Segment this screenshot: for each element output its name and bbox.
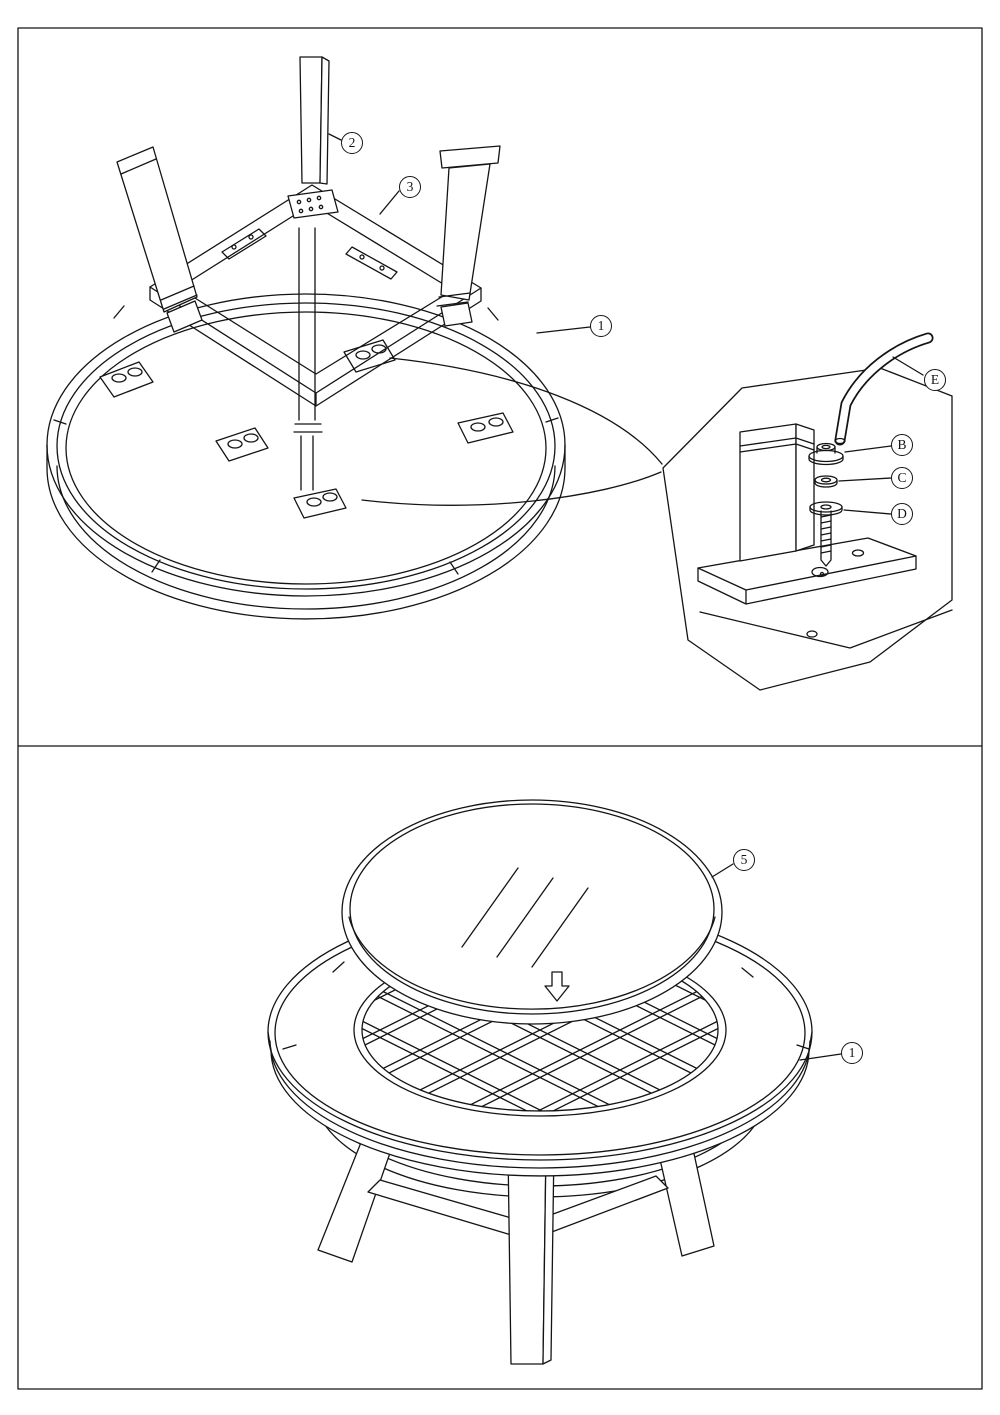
upright-table-drawing <box>267 799 842 1365</box>
callout-part-5: 5 <box>733 849 755 871</box>
hardware-detail-drawing <box>662 332 953 691</box>
leader-part3 <box>379 190 400 215</box>
glass-top <box>341 799 723 1025</box>
leader-part1-top <box>536 326 591 334</box>
tabletop-underside <box>46 293 566 620</box>
callout-part-1-bottom: 1 <box>841 1042 863 1064</box>
allen-key-icon <box>834 332 934 446</box>
leader-part2 <box>328 133 342 141</box>
bolt-head-icon <box>816 442 836 452</box>
detail-bubble-outline <box>662 367 953 691</box>
leader-hardware-d <box>843 509 892 515</box>
leader-hardware-e <box>892 356 924 376</box>
spring-washer-icon <box>809 501 843 513</box>
leader-hardware-b <box>844 445 892 453</box>
callout-hardware-b: B <box>891 434 913 456</box>
mounting-plate <box>287 189 339 219</box>
down-arrow-icon <box>544 971 570 1002</box>
center-leg <box>507 1149 547 1365</box>
upright-leg <box>299 56 330 185</box>
leg-mounting-pads <box>99 339 514 519</box>
inverted-table-drawing <box>46 56 663 620</box>
flat-washer-icon <box>814 475 838 485</box>
left-leg <box>116 146 203 333</box>
callout-part-1-top: 1 <box>590 315 612 337</box>
cleat-board <box>697 537 917 638</box>
detail-leader-curves <box>361 357 663 506</box>
sheet-border <box>17 27 983 1390</box>
callout-hardware-e: E <box>924 369 946 391</box>
callout-part-3: 3 <box>399 176 421 198</box>
glass-shine-lines <box>461 867 589 968</box>
bolt-and-washers <box>808 442 844 567</box>
leg-block <box>739 423 815 562</box>
callout-part-2: 2 <box>341 132 363 154</box>
leader-part1-bottom <box>799 1053 842 1061</box>
apron-frame <box>149 184 482 407</box>
callout-hardware-c: C <box>891 467 913 489</box>
callout-hardware-d: D <box>891 503 913 525</box>
center-column <box>293 227 323 491</box>
right-leg <box>436 145 501 327</box>
leader-hardware-c <box>838 477 892 482</box>
leader-part5 <box>711 863 734 878</box>
